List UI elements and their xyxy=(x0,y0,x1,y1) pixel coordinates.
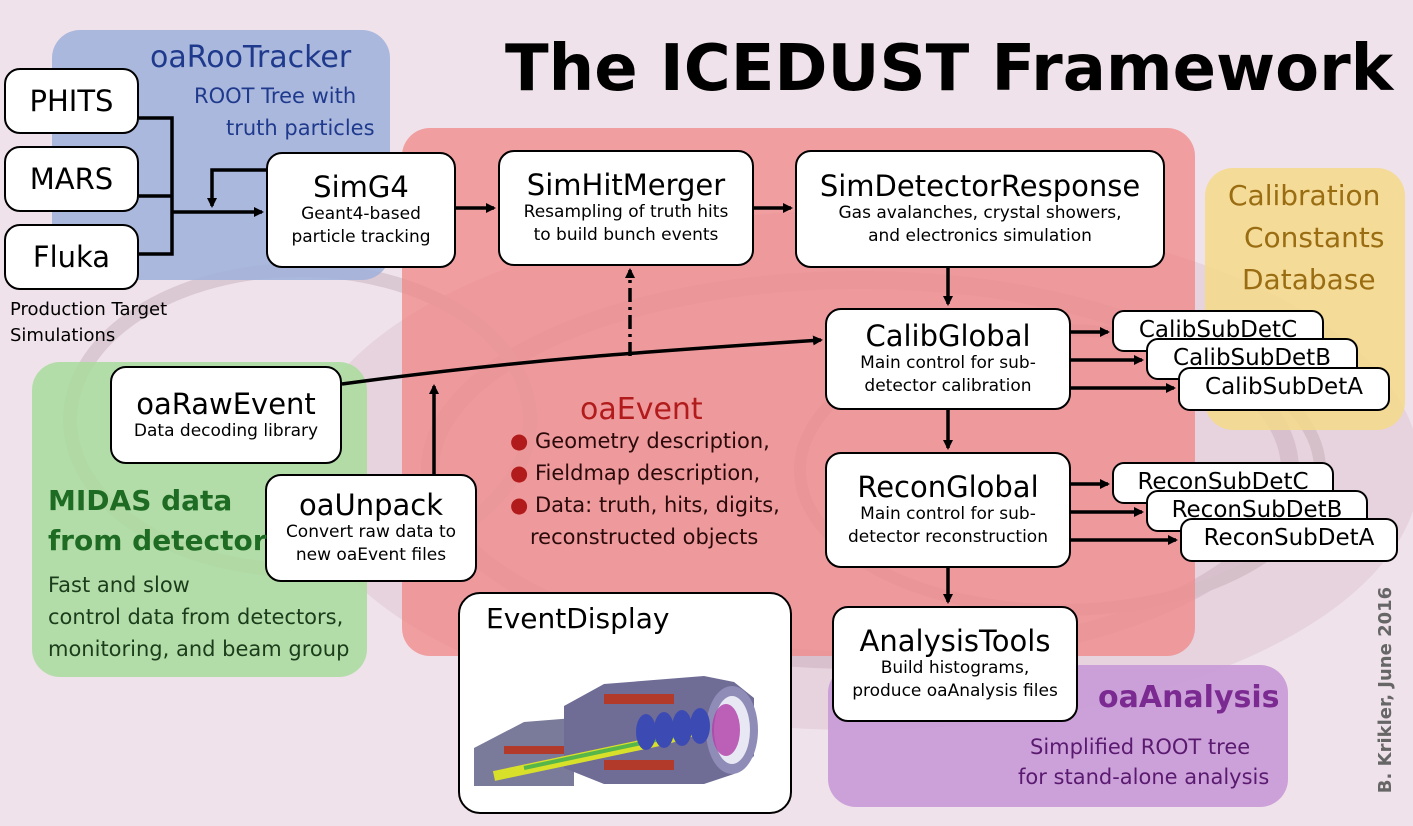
midas-title-line1: MIDAS data xyxy=(48,484,233,517)
oarawevent-desc: Data decoding library xyxy=(133,420,319,441)
calibglobal-desc-line2: detector calibration xyxy=(864,376,1032,396)
analysistools-desc-line2: produce oaAnalysis files xyxy=(852,681,1058,701)
eventdisplay-box: EventDisplay xyxy=(458,592,792,814)
fluka-box: Fluka xyxy=(4,224,139,290)
analysistools-title: AnalysisTools xyxy=(859,624,1051,658)
detector-visualization-image xyxy=(474,676,758,786)
oarawevent-box: oaRawEvent Data decoding library xyxy=(110,366,342,464)
calibglobal-title: CalibGlobal xyxy=(865,319,1031,353)
simdetectorresponse-title: SimDetectorResponse xyxy=(819,169,1141,203)
analysistools-desc-line1: Build histograms, xyxy=(880,658,1030,678)
mars-box: MARS xyxy=(4,146,139,212)
oaunpack-desc-line1: Convert raw data to xyxy=(285,522,457,542)
midas-desc-line3: monitoring, and beam group xyxy=(48,637,350,661)
oaevent-bullet-3-text: Data: truth, hits, digits, xyxy=(535,493,780,517)
analysistools-box: AnalysisTools Build histograms, produce … xyxy=(832,606,1078,722)
phits-label: PHITS xyxy=(29,84,114,118)
oaunpack-box: oaUnpack Convert raw data to new oaEvent… xyxy=(265,474,477,582)
simhitmerger-box: SimHitMerger Resampling of truth hits to… xyxy=(498,150,754,266)
oaevent-bullet-1: ● Geometry description, xyxy=(510,426,770,456)
simhitmerger-desc-line2: to build bunch events xyxy=(533,225,719,245)
bullet-dot-icon: ● xyxy=(510,461,535,485)
simhitmerger-desc-line1: Resampling of truth hits xyxy=(523,202,729,222)
calibration-db-line1: Calibration xyxy=(1228,179,1381,212)
midas-desc-line2: control data from detectors, xyxy=(48,605,344,629)
oarawevent-title: oaRawEvent xyxy=(136,386,316,421)
eventdisplay-title: EventDisplay xyxy=(486,602,670,635)
production-caption-line2: Simulations xyxy=(10,325,116,346)
oaevent-bullet-1-text: Geometry description, xyxy=(535,429,770,453)
bullet-dot-icon: ● xyxy=(510,493,535,517)
oaanalysis-desc-line1: Simplified ROOT tree xyxy=(1030,735,1251,759)
simg4-desc-line1: Geant4-based xyxy=(301,204,421,224)
oaevent-bullet-2-text: Fieldmap description, xyxy=(535,461,761,485)
oarootracker-desc-line1: ROOT Tree with xyxy=(194,84,357,108)
oarootracker-desc-line2: truth particles xyxy=(226,116,375,140)
fluka-label: Fluka xyxy=(32,240,111,274)
reconglobal-title: ReconGlobal xyxy=(857,470,1039,504)
oaevent-bullet-3: ● Data: truth, hits, digits, xyxy=(510,490,780,520)
calibration-db-line3: Database xyxy=(1242,263,1376,296)
mars-label: MARS xyxy=(29,162,114,196)
midas-desc-line1: Fast and slow xyxy=(48,573,190,597)
oarootracker-title: oaRooTracker xyxy=(150,40,352,75)
calibsubdeta-label: CalibSubDetA xyxy=(1205,374,1363,400)
oaevent-bullet-3-continued: reconstructed objects xyxy=(530,525,759,549)
simg4-title: SimG4 xyxy=(313,170,409,204)
production-caption-line1: Production Target xyxy=(10,299,168,320)
reconglobal-desc-line2: detector reconstruction xyxy=(848,527,1048,547)
bullet-dot-icon: ● xyxy=(510,429,535,453)
calibglobal-box: CalibGlobal Main control for sub- detect… xyxy=(825,308,1071,410)
oaanalysis-title: oaAnalysis xyxy=(1098,680,1280,715)
simg4-desc-line2: particle tracking xyxy=(291,227,431,247)
simdetectorresponse-desc-line1: Gas avalanches, crystal showers, xyxy=(838,203,1122,223)
page-title: The ICEDUST Framework xyxy=(505,32,1394,106)
oaevent-title: oaEvent xyxy=(580,392,703,427)
calibglobal-desc-line1: Main control for sub- xyxy=(860,353,1036,373)
reconsubdeta-label: ReconSubDetA xyxy=(1203,525,1375,551)
reconglobal-desc-line1: Main control for sub- xyxy=(860,504,1036,524)
midas-title-line2: from detector xyxy=(48,524,267,557)
calibsubdeta-box: CalibSubDetA xyxy=(1178,367,1390,411)
author-credit: B. Krikler, June 2016 xyxy=(1375,586,1396,794)
oaevent-bullet-2: ● Fieldmap description, xyxy=(510,458,760,488)
simhitmerger-title: SimHitMerger xyxy=(526,168,726,202)
calibsubdetb-label: CalibSubDetB xyxy=(1173,345,1331,371)
simg4-box: SimG4 Geant4-based particle tracking xyxy=(266,152,456,268)
simdetectorresponse-box: SimDetectorResponse Gas avalanches, crys… xyxy=(795,150,1165,268)
oaunpack-title: oaUnpack xyxy=(298,488,444,522)
oaanalysis-desc-line2: for stand-alone analysis xyxy=(1018,765,1270,789)
calibration-db-line2: Constants xyxy=(1244,221,1385,254)
oaunpack-desc-line2: new oaEvent files xyxy=(295,545,447,565)
reconsubdeta-box: ReconSubDetA xyxy=(1180,518,1398,562)
simdetectorresponse-desc-line2: and electronics simulation xyxy=(868,226,1092,246)
reconglobal-box: ReconGlobal Main control for sub- detect… xyxy=(825,452,1071,568)
phits-box: PHITS xyxy=(4,68,139,134)
